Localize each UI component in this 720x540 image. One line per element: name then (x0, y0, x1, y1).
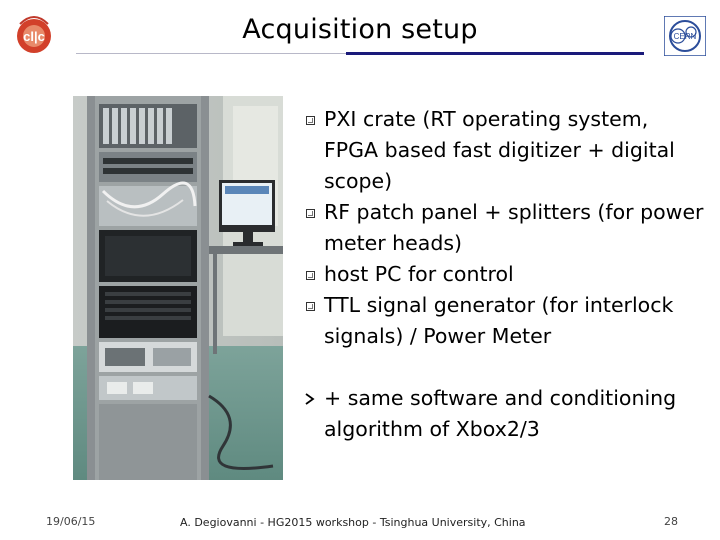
footer-text: A. Degiovanni - HG2015 workshop - Tsingh… (180, 516, 526, 529)
list-item: RF patch panel + splitters (for power me… (304, 197, 704, 259)
cern-logo-icon: CERN (664, 16, 706, 56)
bullet-text: + same software and conditioning algorit… (324, 386, 677, 441)
clic-logo-icon: cl|c (17, 16, 51, 53)
slide-title: Acquisition setup (242, 14, 478, 45)
bullet-text: RF patch panel + splitters (for power me… (324, 200, 704, 255)
square-bullet-icon (306, 116, 315, 125)
bullet-text: TTL signal generator (for interlock sign… (324, 293, 674, 348)
square-bullet-icon (306, 271, 315, 280)
list-item: + same software and conditioning algorit… (304, 383, 704, 445)
page-number: 28 (664, 515, 678, 528)
list-item: PXI crate (RT operating system, FPGA bas… (304, 104, 704, 197)
bullet-text: host PC for control (324, 262, 514, 286)
title-rule-right (346, 52, 644, 55)
list-item: TTL signal generator (for interlock sign… (304, 290, 704, 352)
title-rule-left (76, 53, 346, 54)
square-bullet-icon (306, 209, 315, 218)
arrow-bullet-icon (305, 393, 315, 405)
equipment-rack-photo (73, 96, 283, 480)
footer-date: 19/06/15 (46, 515, 96, 528)
square-bullet-icon (306, 302, 315, 311)
list-item: host PC for control (304, 259, 704, 290)
bullet-list: PXI crate (RT operating system, FPGA bas… (304, 104, 704, 445)
svg-text:CERN: CERN (674, 32, 697, 41)
bullet-text: PXI crate (RT operating system, FPGA bas… (324, 107, 675, 193)
svg-text:cl|c: cl|c (23, 29, 45, 44)
